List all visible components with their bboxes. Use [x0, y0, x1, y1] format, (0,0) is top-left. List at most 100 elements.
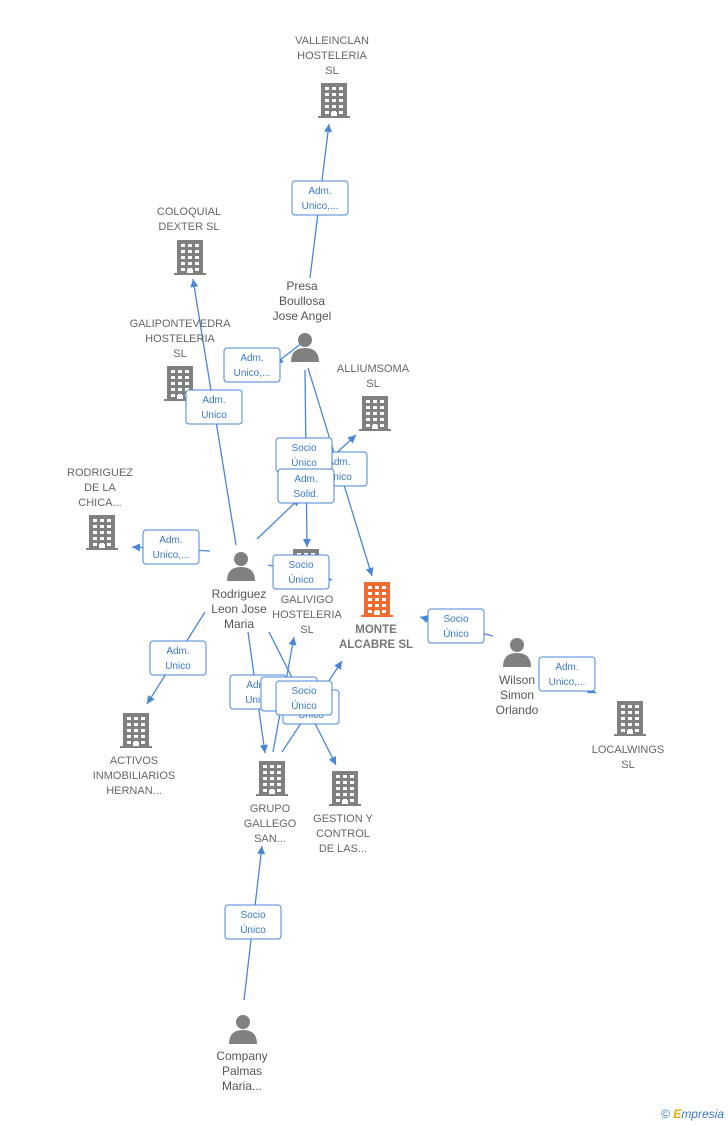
node-label-text: SL [325, 65, 338, 77]
building-icon [86, 515, 118, 550]
person-icon [229, 1015, 257, 1044]
node-label-text: INMOBILIARIOS [93, 770, 176, 782]
node-label-text: HERNAN... [106, 785, 162, 797]
building-icon [174, 240, 206, 275]
edge-label-text: Adm. [555, 662, 578, 673]
copyright-symbol: © [661, 1107, 670, 1121]
edge-label-box [149, 640, 207, 676]
edge-label-text: Adm. [240, 353, 263, 364]
building-icon [614, 701, 646, 736]
edge-label-text: Adm. [166, 646, 189, 657]
node-label-text: Boullosa [279, 294, 325, 308]
arrowhead-icon [328, 756, 336, 765]
edge-label-text: Adm. [246, 680, 269, 691]
building-icon [359, 396, 391, 431]
brand-name: mpresia [681, 1107, 724, 1121]
edge-label[interactable]: Adm.Unico,... [538, 656, 596, 692]
node-label-text: GALIVIGO [281, 594, 334, 606]
edge-label[interactable]: Adm.Unico,... [142, 529, 200, 565]
node-grupo-gallego[interactable]: GRUPOGALLEGOSAN... [244, 761, 297, 845]
building-icon [256, 761, 288, 796]
edge-label-text: Socio [288, 560, 313, 571]
node-label-text: GRUPO [250, 803, 291, 815]
arrowhead-icon [347, 435, 356, 444]
node-label-text: Orlando [496, 703, 539, 717]
node-label-text: COLOQUIAL [157, 206, 221, 218]
node-label-text: RODRIGUEZ [67, 467, 133, 479]
node-label-text: SL [366, 378, 379, 390]
arrowhead-icon [302, 538, 311, 547]
footer-brand[interactable]: © Empresia [661, 1107, 724, 1121]
edge-label-box [277, 468, 335, 504]
node-label-text: Presa [286, 279, 318, 293]
node-label-text: LOCALWINGS [592, 744, 665, 756]
node-label-text: HOSTELERIA [297, 50, 367, 62]
edge-label[interactable]: Adm.Unico,... [291, 180, 349, 216]
node-label-text: SL [173, 348, 186, 360]
edge-label[interactable]: Adm.Unico [149, 640, 207, 676]
node-gestion[interactable]: GESTION Y CONTROL DE LAS... [313, 771, 374, 855]
edge-label-box [291, 180, 349, 216]
edge-rodriguez_leon-to-galivigo[interactable] [256, 497, 301, 540]
edge-label-text: Adm. [327, 457, 350, 468]
person-icon [503, 638, 531, 667]
edge-label-box [223, 347, 281, 383]
edge-label-box [275, 680, 333, 716]
node-label-text: CONTROL [316, 828, 370, 840]
edge-label[interactable]: Adm.Unico [185, 389, 243, 425]
building-icon [120, 713, 152, 748]
node-label-text: Leon Jose [211, 602, 267, 616]
edge-label-box [538, 656, 596, 692]
edge-label-text: Único [291, 456, 317, 469]
arrowhead-icon [334, 661, 342, 670]
building-icon [318, 83, 350, 118]
edge-label-text: Adm. [202, 395, 225, 406]
node-label-text: Maria [224, 617, 254, 631]
node-label-text: DE LAS... [319, 843, 367, 855]
node-company-palmas[interactable]: CompanyPalmasMaria... [216, 1015, 268, 1093]
node-label-text: SAN... [254, 833, 286, 845]
node-label-text: Maria... [222, 1079, 262, 1093]
node-label-text: Palmas [222, 1064, 262, 1078]
arrowhead-icon [257, 846, 266, 855]
edge-label-text: Adm. [294, 474, 317, 485]
edge-label-text: Unico,... [234, 368, 271, 379]
node-label-text: Simon [500, 688, 534, 702]
node-label-text: MONTE [355, 624, 397, 636]
edge-label-box [224, 904, 282, 940]
node-valleinclan[interactable]: VALLEINCLAN HOSTELERIA SL [295, 35, 369, 118]
edge-label-text: Socio [443, 614, 468, 625]
node-label-text: HOSTELERIA [272, 609, 342, 621]
node-activos[interactable]: ACTIVOS INMOBILIARIOS HERNAN... [93, 713, 176, 797]
edge-label[interactable]: Adm.Solid. [277, 468, 335, 504]
edge-label-text: Único [240, 923, 266, 936]
edge-label-box [272, 554, 330, 590]
node-label-text: Company [216, 1049, 267, 1063]
node-label-text: GESTION Y [313, 813, 373, 825]
arrowhead-icon [288, 637, 297, 646]
node-label-text: ACTIVOS [110, 755, 158, 767]
node-label-text: Rodriguez [212, 587, 267, 601]
building-icon [361, 582, 393, 617]
node-label-text: HOSTELERIA [145, 333, 215, 345]
edge-label-text: Único [291, 699, 317, 712]
node-label-text: SL [300, 624, 313, 636]
node-label-text: VALLEINCLAN [295, 35, 369, 47]
edge-label-text: Unico,... [153, 550, 190, 561]
edge-label[interactable]: Adm. Unico,... [223, 347, 281, 383]
